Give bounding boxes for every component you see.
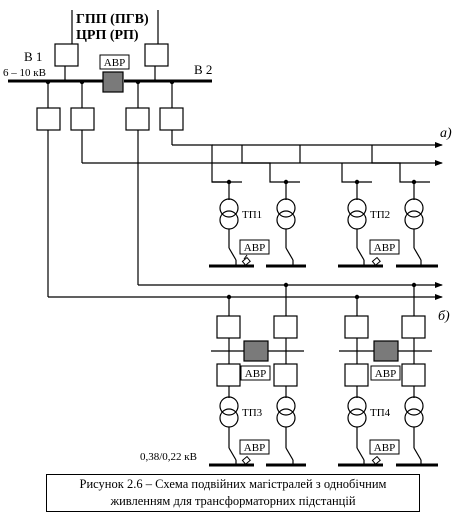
substation-label-tp2: ТП2 [370, 209, 390, 221]
switch-box [273, 315, 298, 339]
avr-label: АВР [374, 242, 395, 254]
avr-label: АВР [374, 442, 395, 454]
scheme-b-label: б) [438, 309, 450, 324]
avr-box [99, 54, 130, 70]
caption-line-2: живленням для трансформаторних підстанці… [110, 494, 356, 508]
switch-box [125, 107, 150, 131]
avr-box [369, 439, 400, 455]
transformer-icon [219, 198, 239, 230]
switch-box [273, 363, 298, 387]
substation-label-tp3: ТП3 [242, 407, 263, 419]
sectional-breaker [102, 71, 124, 93]
voltage-hv-label: 6 – 10 кВ [3, 67, 46, 79]
switch-box [159, 107, 184, 131]
switch-box [144, 43, 169, 67]
transformer-icon [276, 396, 296, 428]
avr-label: АВР [104, 57, 125, 69]
transformer-icon [347, 396, 367, 428]
transformer-icon [347, 198, 367, 230]
busbar-b1-label: В 1 [24, 49, 42, 64]
avr-box [369, 239, 400, 255]
transformer-icon [404, 198, 424, 230]
switch-box [401, 315, 426, 339]
avr-box [239, 439, 270, 455]
avr-box [239, 239, 270, 255]
sectional-breaker [243, 340, 269, 362]
avr-label: АВР [245, 368, 266, 380]
caption-line-1: Рисунок 2.6 – Схема подвійних магістрале… [79, 477, 387, 491]
switch-box [216, 363, 241, 387]
switch-box [401, 363, 426, 387]
switch-box [344, 363, 369, 387]
sectional-breaker [373, 340, 399, 362]
substation-label-tp4: ТП4 [370, 407, 391, 419]
voltage-lv-label: 0,38/0,22 кВ [140, 451, 197, 463]
figure-caption: Рисунок 2.6 – Схема подвійних магістрале… [46, 474, 420, 512]
busbar-b2-label: В 2 [194, 62, 212, 77]
switch-box [54, 43, 79, 67]
header-line-2: ЦРП (РП) [76, 28, 139, 43]
transformer-icon [276, 198, 296, 230]
avr-box [240, 365, 271, 381]
transformer-icon [219, 396, 239, 428]
transformer-icon [404, 396, 424, 428]
avr-label: АВР [375, 368, 396, 380]
header-line-1: ГПП (ПГВ) [76, 12, 149, 27]
avr-box [370, 365, 401, 381]
avr-label: АВР [244, 442, 265, 454]
switch-box [344, 315, 369, 339]
scheme-a-label: а) [440, 126, 452, 141]
switch-box [36, 107, 61, 131]
switch-box [70, 107, 95, 131]
switch-box [216, 315, 241, 339]
avr-label: АВР [244, 242, 265, 254]
substation-label-tp1: ТП1 [242, 209, 262, 221]
